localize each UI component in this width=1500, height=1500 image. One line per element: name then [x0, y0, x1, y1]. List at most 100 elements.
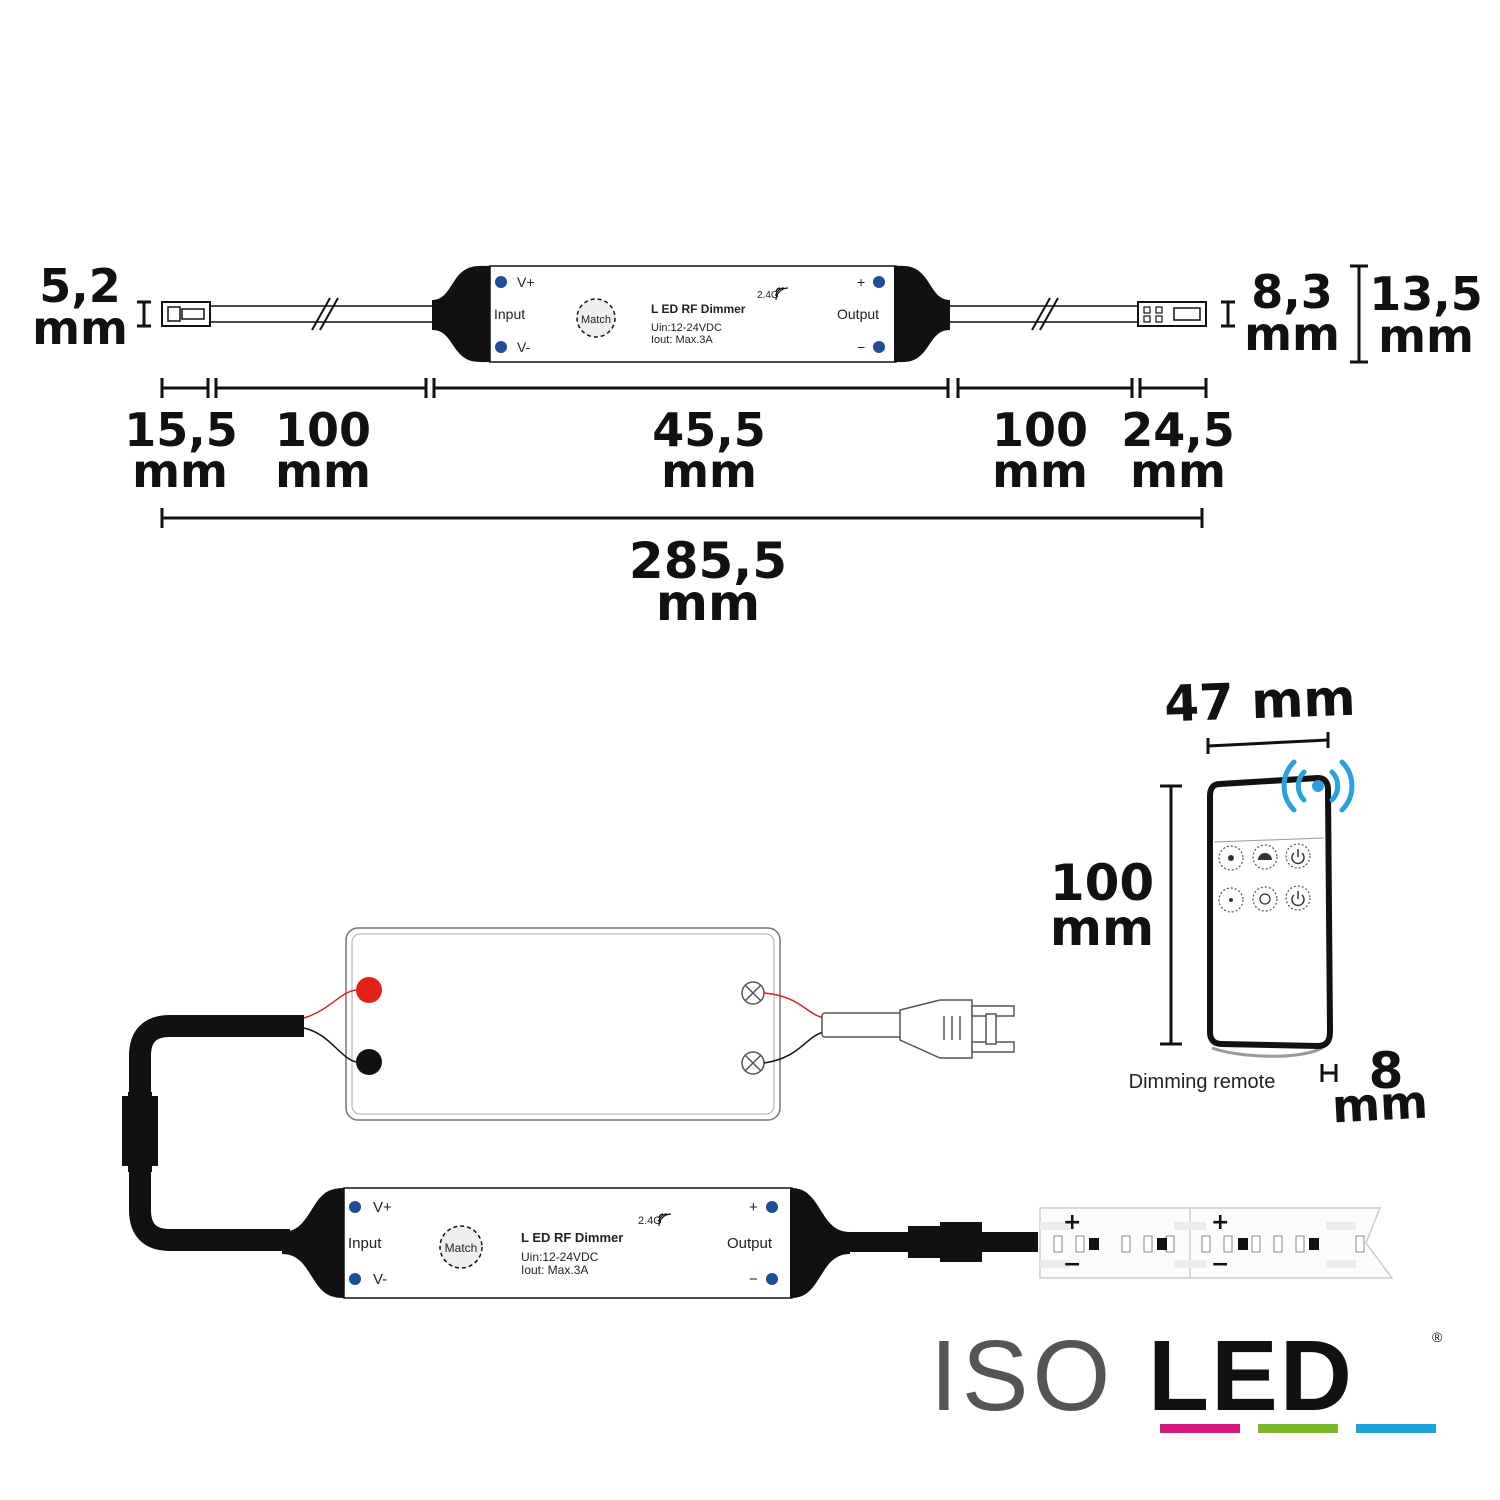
total-length-unit: mm	[656, 574, 760, 632]
segment-2-unit: mm	[275, 444, 371, 498]
dimmer-title: L ED RF Dimmer	[651, 302, 746, 316]
dimmer-spec-voltage: Uin:12-24VDC	[521, 1250, 599, 1264]
strip-minus-label-1: −	[1063, 1252, 1081, 1277]
segment-2-value: 100	[275, 403, 371, 457]
remote-height-value: 100	[1050, 854, 1154, 912]
segment-4-value: 100	[992, 403, 1088, 457]
top-dimension-drawing: V+ Input V- Match L ED RF Dimmer Uin:12-…	[32, 259, 1483, 632]
frequency-label: 2.4G	[638, 1215, 662, 1227]
minus-terminal-dot	[766, 1273, 778, 1285]
remote-caption: Dimming remote	[1129, 1071, 1276, 1093]
minus-label: −	[749, 1271, 758, 1288]
right-cable-break	[1031, 297, 1059, 331]
right-plug-height-unit: mm	[1244, 307, 1340, 361]
segment-5-unit: mm	[1130, 444, 1226, 498]
segment-5-value: 24,5	[1121, 403, 1235, 457]
match-button	[439, 1225, 483, 1269]
total-length-value: 285,5	[629, 532, 787, 590]
right-plug-height-marker	[1221, 300, 1235, 328]
match-button	[576, 298, 616, 338]
strip-plus-label-2: +	[1211, 1210, 1229, 1235]
left-plug-height-marker	[137, 300, 151, 328]
total-length-marker	[160, 508, 1204, 528]
left-plug	[161, 301, 211, 327]
segment-4-unit: mm	[992, 444, 1088, 498]
vplus-label: V+	[517, 274, 535, 290]
right-plug-height-value: 8,3	[1251, 265, 1333, 319]
led-resistors	[1089, 1238, 1319, 1250]
segment-3-unit: mm	[661, 444, 757, 498]
output-label: Output	[727, 1235, 773, 1252]
match-label: Match	[445, 1241, 478, 1255]
left-plug-height-unit: mm	[32, 301, 128, 355]
remote-height-unit: mm	[1050, 899, 1154, 957]
remote-depth-marker	[1320, 1064, 1338, 1082]
logo-cyan-bar	[1356, 1424, 1436, 1433]
dimmer-height-value: 13,5	[1369, 267, 1483, 321]
vplus-terminal-dot	[495, 276, 507, 288]
psu-negative-terminal	[356, 1049, 382, 1075]
psu-ac-terminal-bottom	[741, 1051, 765, 1075]
logo-registered-mark: ®	[1432, 1329, 1443, 1345]
led-chips	[1053, 1235, 1365, 1253]
isoled-logo: ISO LED ®	[930, 1320, 1443, 1433]
wiring-example: V+ Input V- Match L ED RF Dimmer Uin:12-…	[122, 927, 1394, 1299]
plus-label: +	[857, 274, 865, 290]
wireless-signal-icon	[1281, 759, 1355, 813]
segment-dimension-lines	[160, 378, 1208, 398]
left-plug-height-value: 5,2	[39, 259, 121, 313]
timer-icon	[1259, 893, 1271, 905]
strip-plus-label-1: +	[1063, 1210, 1081, 1235]
dimmer-top: V+ Input V- Match L ED RF Dimmer Uin:12-…	[432, 265, 950, 363]
dimmer-height-unit: mm	[1378, 309, 1474, 363]
remote-width-marker	[1206, 732, 1330, 754]
dimmer-spec-current: Iout: Max.3A	[521, 1263, 588, 1277]
dc-cable	[122, 1015, 304, 1251]
remote-depth-unit: mm	[1331, 1075, 1430, 1134]
dimmer-spec-voltage: Uin:12-24VDC	[651, 322, 722, 334]
psu-positive-terminal	[356, 977, 382, 1003]
dimmer-title: L ED RF Dimmer	[521, 1230, 623, 1245]
brightness-down-icon	[1229, 898, 1233, 902]
dimmer-bottom: V+ Input V- Match L ED RF Dimmer Uin:12-…	[282, 1187, 850, 1299]
power-icon	[1291, 849, 1305, 865]
psu-ac-terminal-top	[741, 981, 765, 1005]
vminus-terminal-dot	[349, 1273, 361, 1285]
wireless-icon	[775, 287, 789, 301]
remote-depth-value: 8	[1369, 1042, 1404, 1100]
minus-terminal-dot	[873, 341, 885, 353]
strip-minus-label-2: −	[1211, 1252, 1229, 1277]
right-plug	[1137, 301, 1207, 327]
power-supply	[303, 927, 825, 1121]
output-cable	[848, 1222, 1038, 1262]
power-icon-2	[1291, 891, 1305, 907]
segment-3-value: 45,5	[652, 403, 766, 457]
segment-1-unit: mm	[132, 444, 228, 498]
vplus-terminal-dot	[349, 1201, 361, 1213]
input-label: Input	[494, 306, 525, 322]
vminus-label: V-	[373, 1271, 387, 1288]
remote-width-label: 47 mm	[1163, 669, 1356, 734]
left-cable	[210, 305, 432, 323]
remote-drawing: 47 mm 100 mm	[1050, 669, 1429, 1134]
segment-1-value: 15,5	[124, 403, 238, 457]
left-cable-break	[311, 297, 339, 331]
ac-mains-plug	[821, 999, 1015, 1059]
led-strip: + − + −	[1039, 1207, 1394, 1279]
dimmer-spec-current: Iout: Max.3A	[651, 334, 713, 346]
brightness-up-icon	[1228, 855, 1234, 861]
plus-terminal-dot	[873, 276, 885, 288]
plus-label: +	[749, 1199, 758, 1216]
output-label: Output	[837, 306, 879, 322]
logo-green-bar	[1258, 1424, 1338, 1433]
dimmer-height-marker	[1350, 264, 1368, 364]
vminus-label: V-	[517, 339, 531, 355]
input-label: Input	[348, 1235, 382, 1252]
minus-label: −	[857, 339, 865, 355]
wireless-icon	[658, 1213, 672, 1227]
frequency-label: 2.4G	[757, 290, 779, 301]
brightness-level-icon	[1258, 853, 1272, 860]
plus-terminal-dot	[766, 1201, 778, 1213]
match-label: Match	[581, 314, 611, 326]
remote-body	[1207, 774, 1334, 1058]
